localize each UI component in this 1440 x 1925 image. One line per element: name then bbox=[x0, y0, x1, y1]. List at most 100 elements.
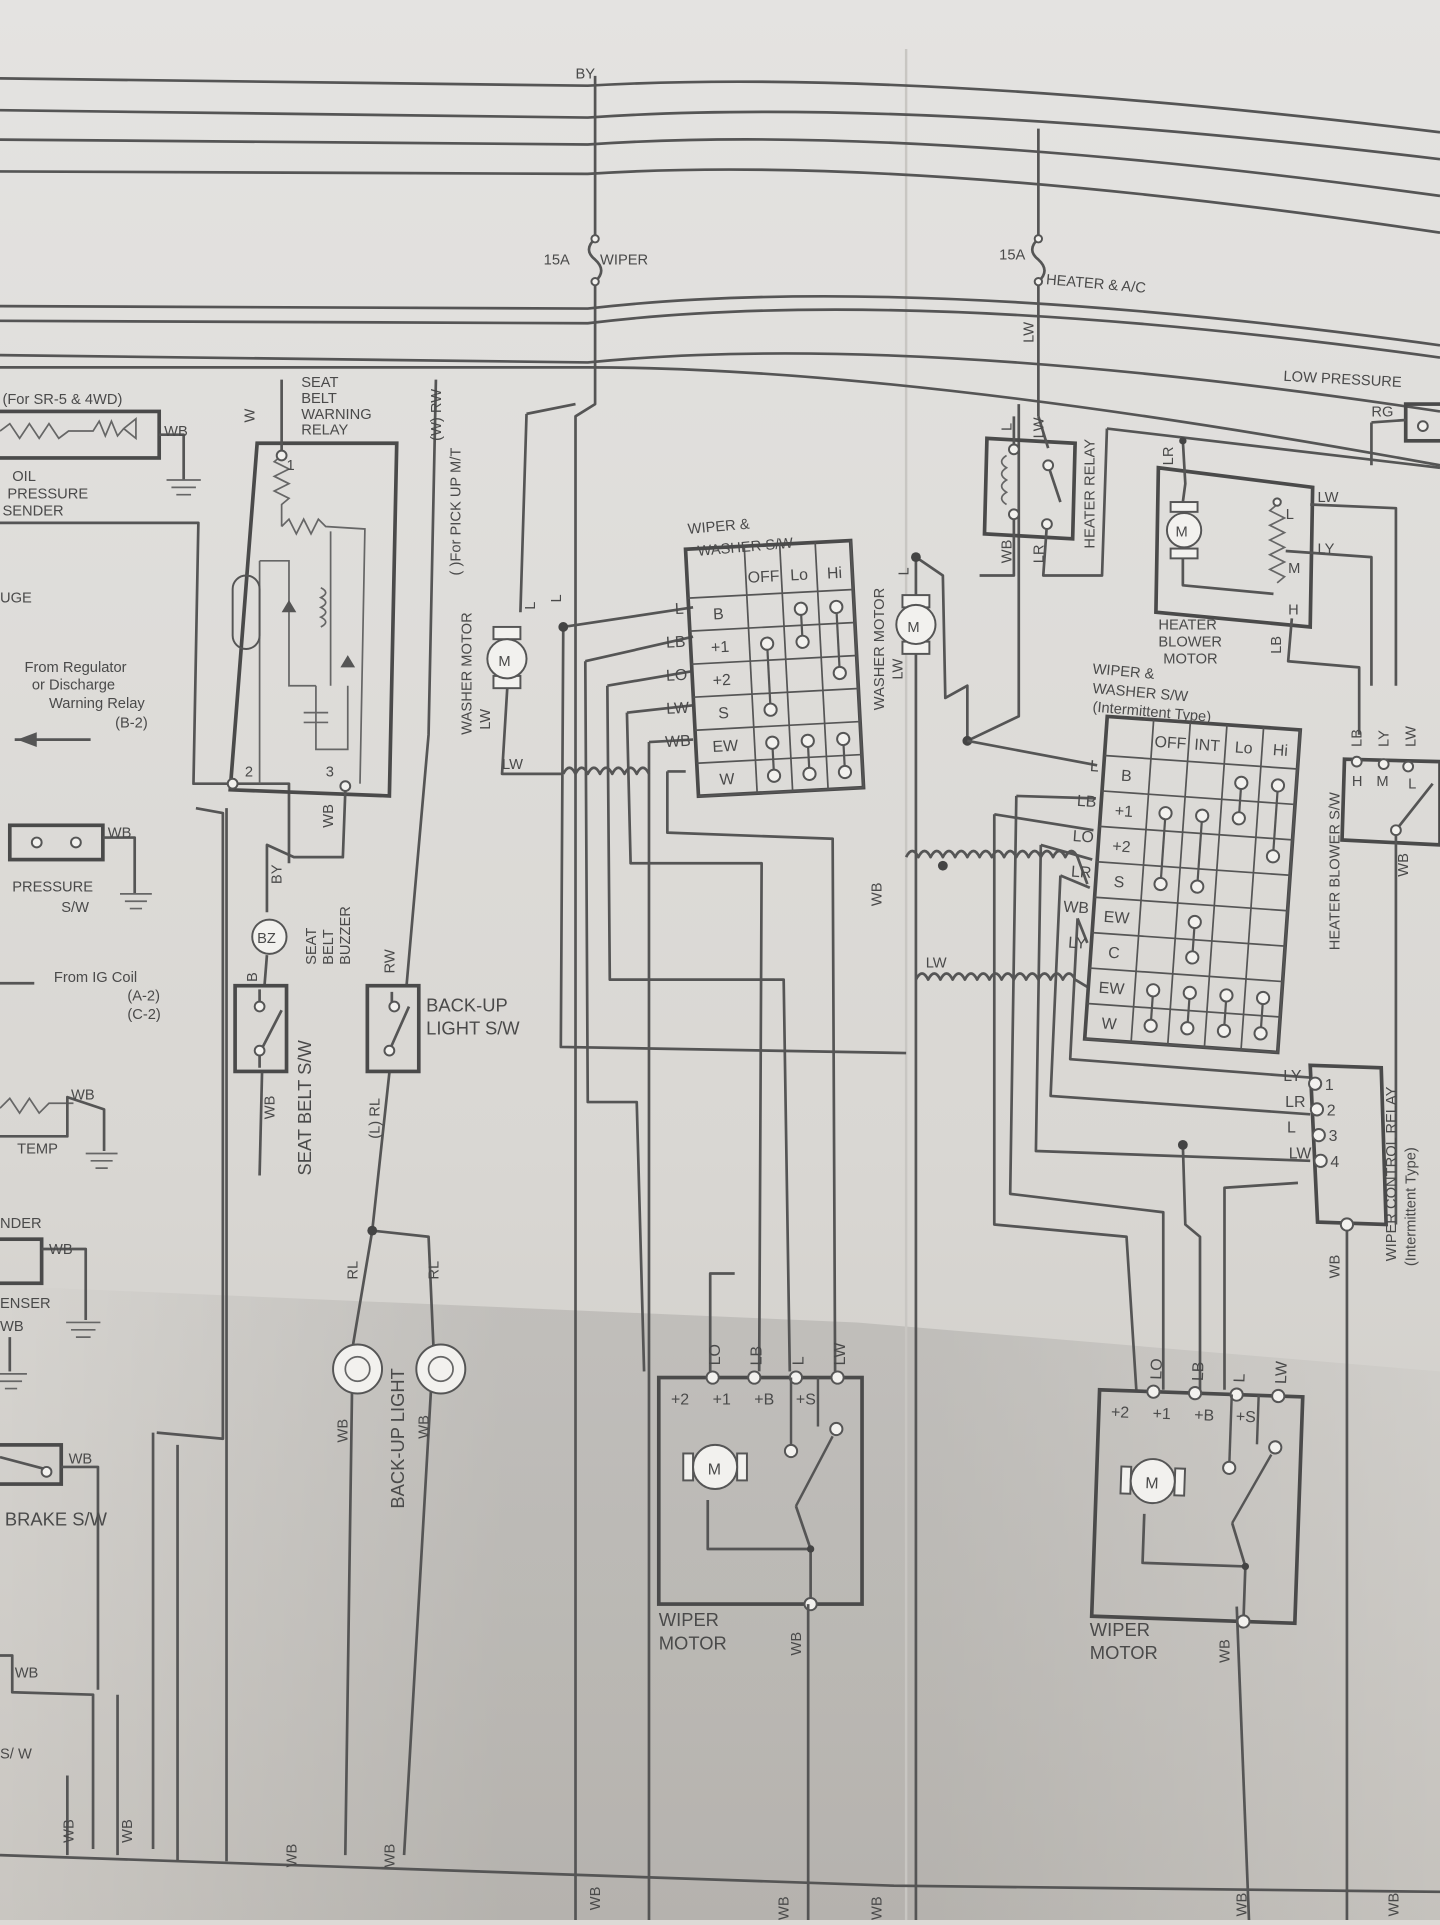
int-switch-row-line bbox=[1087, 1002, 1281, 1018]
seat-belt-sw-wb: WB bbox=[262, 1095, 278, 1119]
washer-motor-2-label: WASHER MOTOR bbox=[872, 588, 888, 710]
blower-wire-lb: LB bbox=[1269, 636, 1285, 654]
int-switch-contact bbox=[1216, 1023, 1232, 1038]
int-switch-contact bbox=[1219, 988, 1234, 1003]
relay-label-4: RELAY bbox=[301, 423, 348, 439]
wcr-pin-number: 3 bbox=[1329, 1128, 1338, 1145]
switch-wire-b: B bbox=[245, 972, 261, 982]
wiper-motor-int-wb: WB bbox=[1217, 1639, 1233, 1663]
wiper-motor-int-junction bbox=[1241, 1562, 1250, 1571]
wiper-motor-std-label-2: MOTOR bbox=[659, 1632, 727, 1653]
oil-sender-label-1: OIL bbox=[12, 469, 36, 485]
blower-wire-ly: LY bbox=[1318, 541, 1335, 557]
std-switch-row-line bbox=[696, 753, 862, 765]
sender-label: NDER bbox=[0, 1216, 42, 1232]
int-switch-row-terminal: +1 bbox=[1114, 803, 1133, 821]
heater-relay-wire-lw: LW bbox=[1031, 417, 1047, 438]
seat-belt-sw-label: SEAT BELT S/W bbox=[294, 1039, 315, 1175]
condenser-wb-2: WB bbox=[0, 1319, 24, 1335]
ground-wb-4: WB bbox=[382, 1843, 398, 1867]
std-switch-wire-label: LB bbox=[666, 634, 686, 652]
int-switch-contact bbox=[1253, 1026, 1268, 1041]
int-switch-col-line bbox=[1166, 722, 1192, 1045]
wiper-motor-std-wire-label: LO bbox=[707, 1344, 724, 1365]
fuse-heater-rating: 15A bbox=[999, 248, 1025, 264]
wiper-motor-int-wire bbox=[1255, 1395, 1260, 1445]
heater-feed-lw: LW bbox=[1021, 322, 1037, 343]
wiper-motor-std-terminal-label: +1 bbox=[713, 1391, 731, 1408]
wiper-motor-std-park-contact bbox=[783, 1443, 799, 1459]
wcr-pin bbox=[1313, 1153, 1328, 1168]
wiper-motor-int-terminal-label: +2 bbox=[1111, 1404, 1130, 1422]
from-regulator-2: or Discharge bbox=[32, 677, 115, 693]
seat-belt-buzzer bbox=[251, 918, 288, 955]
int-switch-wire-label: LY bbox=[1068, 935, 1088, 953]
wiper-motor-int-wire bbox=[1228, 1394, 1233, 1462]
int-switch-contact bbox=[1231, 811, 1246, 826]
wiper-motor-int-motor-symbol bbox=[1129, 1458, 1176, 1505]
buzzer-label-2: BELT bbox=[321, 929, 337, 965]
wcr-pin bbox=[1311, 1128, 1326, 1143]
oil-sender-label-2: PRESSURE bbox=[7, 486, 88, 502]
relay-terminal-2: 2 bbox=[245, 764, 253, 780]
low-pressure-switch bbox=[1403, 402, 1440, 443]
std-switch-contact bbox=[836, 731, 851, 747]
std-switch-row-terminal: S bbox=[718, 705, 729, 723]
std-switch-row-line bbox=[698, 786, 864, 798]
wiper-motor-int-terminal-label: +B bbox=[1194, 1407, 1214, 1425]
ground-wb-7: WB bbox=[870, 1896, 886, 1920]
from-ig-coil-2: (A-2) bbox=[127, 988, 160, 1004]
wiper-motor-std-brush bbox=[682, 1452, 695, 1482]
std-switch-title-1: WIPER & bbox=[687, 517, 750, 538]
int-switch-wire-label: LO bbox=[1072, 828, 1094, 846]
ground-wb-6: WB bbox=[777, 1896, 793, 1920]
int-switch-contact-bridge bbox=[1271, 785, 1280, 857]
int-switch-contact bbox=[1158, 806, 1173, 821]
from-ig-coil-3: (C-2) bbox=[127, 1007, 160, 1023]
from-regulator-3: Warning Relay bbox=[49, 696, 145, 712]
int-switch-contact bbox=[1187, 914, 1202, 930]
gauge-label: UGE bbox=[0, 590, 32, 606]
int-switch-row-terminal: S bbox=[1113, 874, 1125, 892]
condenser-box bbox=[0, 1237, 44, 1286]
int-switch-row-line bbox=[1089, 967, 1283, 983]
pressure-switch-box bbox=[7, 823, 105, 862]
ground-wb-3: WB bbox=[284, 1843, 300, 1867]
int-switch-contact bbox=[1270, 778, 1286, 793]
from-ig-coil-1: From IG Coil bbox=[54, 970, 137, 986]
wiper-motor-std-wire-label: L bbox=[790, 1356, 807, 1365]
std-switch-row-terminal: W bbox=[719, 771, 735, 789]
std-switch-contact bbox=[837, 764, 853, 780]
relay-wb: WB bbox=[321, 804, 337, 828]
fuse-heater bbox=[1030, 128, 1046, 417]
backup-wire-rw: RW bbox=[382, 949, 398, 973]
backup-wire-rw-top: (W) RW bbox=[429, 389, 445, 441]
std-switch-column-off: OFF bbox=[747, 568, 780, 587]
sw-fragment-label: S/ W bbox=[0, 1746, 32, 1762]
wiper-motor-std-motor-letter: M bbox=[708, 1461, 721, 1478]
relay-terminal-1: 1 bbox=[287, 458, 295, 474]
buzzer-wire-by: BY bbox=[270, 864, 286, 884]
seat-belt-sw-ground bbox=[258, 1072, 264, 1176]
wcr-pin-number: 2 bbox=[1327, 1103, 1336, 1120]
wiper-motor-int-park-contact bbox=[1222, 1460, 1237, 1475]
left-vertical-wires bbox=[0, 782, 1440, 1894]
relay-label-3: WARNING bbox=[301, 407, 371, 423]
from-regulator-1: From Regulator bbox=[24, 660, 126, 676]
wcr-pin bbox=[1308, 1076, 1323, 1091]
std-switch-row-terminal: B bbox=[713, 606, 724, 624]
wiper-motor-std-terminal bbox=[830, 1370, 845, 1385]
wiper-motor-std-wire-label: LB bbox=[749, 1346, 766, 1365]
buzzer-feed bbox=[265, 790, 347, 913]
wiper-motor-std-wire-label: LW bbox=[832, 1343, 849, 1366]
wiper-motor-int-ground-terminal bbox=[1236, 1614, 1251, 1629]
wiper-motor-int-terminal bbox=[1187, 1386, 1203, 1401]
wiper-motor-std-wb: WB bbox=[789, 1632, 805, 1656]
buzzer-label-3: BUZZER bbox=[338, 906, 354, 965]
wiper-motor-int-label-2: MOTOR bbox=[1090, 1642, 1158, 1663]
